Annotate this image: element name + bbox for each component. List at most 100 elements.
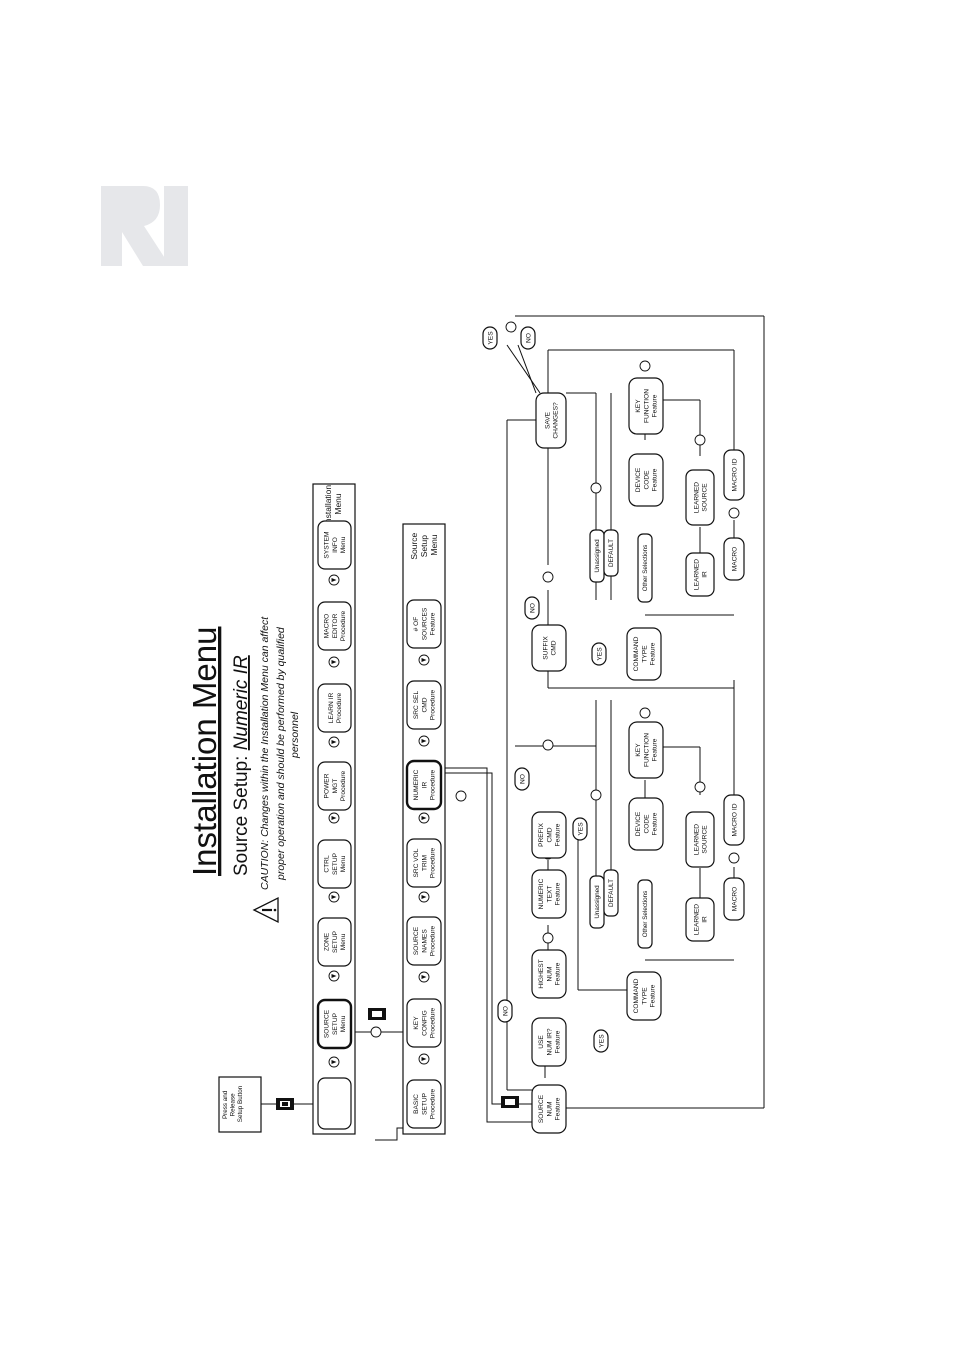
installation-item-1: ZONESETUPMenu — [317, 917, 352, 967]
source-item-1: KEYCONFIGProcedure — [406, 998, 442, 1048]
key-function-node-2-label: KEYFUNCTIONFeature — [635, 389, 658, 423]
installation-arrow-icon-3 — [328, 812, 340, 824]
installation-item-4-label: LEARN IRProcedure — [328, 692, 343, 723]
command-type-node-1: COMMANDTYPEFeature — [626, 971, 662, 1021]
source-item-4: NUMERICIRProcedure — [405, 759, 443, 811]
source-item-6: # OFSOURCESFeature — [406, 599, 442, 649]
no-pill-2-label: NO — [519, 774, 526, 784]
blank-display-box — [317, 1077, 352, 1130]
default-node-1: DEFAULT — [603, 869, 619, 917]
no-pill-1-label: NO — [502, 1006, 509, 1016]
yes-pill-2: YES — [572, 817, 588, 841]
command-type-node-1-label: COMMANDTYPEFeature — [633, 978, 656, 1013]
installation-menu-label: Installation Menu — [323, 482, 343, 525]
macro-id-node-1-label: MACRO ID — [731, 803, 738, 836]
default-node-2-label: DEFAULT — [608, 539, 615, 567]
unassigned-node-1-label: Unassigned — [594, 885, 601, 919]
installation-arrow-icon-2 — [328, 891, 340, 903]
yes-pill-4: YES — [482, 326, 498, 350]
default-node-2: DEFAULT — [603, 529, 619, 577]
other-selections-node-2: Other Selections — [637, 533, 653, 603]
no-pill-2: NO — [514, 767, 530, 791]
source-setup-menu-label: Source Setup Menu — [409, 530, 439, 559]
no-pill-3: NO — [524, 596, 540, 620]
device-code-node-2-label: DEVICECODEFeature — [635, 467, 658, 492]
installation-arrow-icon-6 — [328, 574, 340, 586]
unassigned-node-2-label: Unassigned — [594, 539, 601, 573]
enter-button-icon-2 — [501, 1096, 519, 1108]
source-item-5: SRC SELCMDProcedure — [406, 680, 442, 730]
source-arrow-icon-0 — [418, 1053, 430, 1065]
yes-pill-1: YES — [593, 1029, 609, 1053]
numeric-text-node: NUMERICTEXTFeature — [531, 869, 567, 919]
learned-source-node-1-label: LEARNEDSOURCE — [693, 824, 708, 855]
use-num-ir-node: USENUM IR?Feature — [531, 1017, 567, 1067]
source-item-3-label: SRC VOLTRIMProcedure — [413, 847, 436, 878]
installation-item-0: SOURCESETUPMenu — [316, 998, 353, 1050]
no-pill-4-label: NO — [525, 333, 532, 343]
device-code-node-2: DEVICECODEFeature — [628, 453, 664, 507]
use-num-ir-node-label: USENUM IR?Feature — [538, 1028, 561, 1055]
unassigned-node-1: Unassigned — [589, 875, 605, 929]
installation-item-3: POWERMGTProcedure — [317, 761, 352, 811]
installation-item-2: CTRLSETUPMenu — [317, 839, 352, 889]
suffix-cmd-node: SUFFIXCMD — [531, 624, 567, 672]
unassigned-node-2: Unassigned — [589, 529, 605, 583]
installation-item-4: LEARN IRProcedure — [317, 683, 352, 733]
save-changes-node-label: SAVECHANGES? — [544, 402, 559, 439]
learned-source-node-2: LEARNEDSOURCE — [685, 469, 715, 526]
source-item-1-label: KEYCONFIGProcedure — [413, 1007, 436, 1038]
default-node-1-label: DEFAULT — [608, 879, 615, 907]
macro-id-node-2: MACRO ID — [723, 449, 745, 501]
prefix-cmd-node: PREFIXCMDFeature — [531, 811, 567, 859]
macro-id-node-2-label: MACRO ID — [731, 458, 738, 491]
source-arrow-icon-1 — [418, 971, 430, 983]
installation-item-5-label: MACROEDITORProcedure — [324, 610, 347, 641]
source-arrow-icon-5 — [418, 654, 430, 666]
source-item-2-label: SOURCENAMESProcedure — [413, 925, 436, 956]
source-item-6-label: # OFSOURCESFeature — [413, 607, 436, 640]
installation-arrow-icon-1 — [328, 970, 340, 982]
installation-item-0-label: SOURCESETUPMenu — [324, 1009, 347, 1038]
source-item-2: SOURCENAMESProcedure — [406, 916, 442, 966]
installation-arrow-icon-4 — [328, 736, 340, 748]
save-changes-node: SAVECHANGES? — [535, 392, 567, 449]
learned-ir-node-2-label: LEARNEDIR — [693, 559, 708, 590]
macro-id-node-1: MACRO ID — [723, 794, 745, 846]
installation-item-6-label: SYSTEMINFOMenu — [324, 531, 347, 558]
installation-item-1-label: ZONESETUPMenu — [324, 930, 347, 953]
caution-line-2: proper operation and should be performed… — [275, 626, 287, 881]
caution-line-1: CAUTION: Changes within the Installation… — [259, 616, 271, 890]
suffix-cmd-node-label: SUFFIXCMD — [542, 636, 557, 660]
learned-source-node-1: LEARNEDSOURCE — [685, 811, 715, 868]
source-item-5-label: SRC SELCMDProcedure — [413, 689, 436, 720]
yes-pill-1-label: YES — [598, 1034, 605, 1048]
macro-node-1: MACRO — [723, 877, 745, 921]
page-subtitle: Source Setup: Numeric IR — [231, 655, 252, 876]
key-function-node-1: KEYFUNCTIONFeature — [628, 721, 664, 779]
command-type-node-2: COMMANDTYPEFeature — [626, 627, 662, 681]
source-arrow-icon-4 — [418, 735, 430, 747]
device-code-node-1-label: DEVICECODEFeature — [635, 811, 658, 836]
yes-pill-3: YES — [591, 642, 607, 666]
macro-node-2: MACRO — [723, 537, 745, 581]
source-num-node: SOURCENUMFeature — [531, 1084, 567, 1134]
learned-ir-node-2: LEARNEDIR — [685, 552, 715, 597]
macro-node-1-label: MACRO — [731, 887, 738, 912]
learned-ir-node-1-label: LEARNEDIR — [693, 904, 708, 935]
yes-pill-2-label: YES — [577, 822, 584, 836]
key-function-node-2: KEYFUNCTIONFeature — [628, 377, 664, 435]
device-code-node-1: DEVICECODEFeature — [628, 797, 664, 851]
installation-arrow-icon-0 — [328, 1056, 340, 1068]
source-item-0-label: BASICSETUPProcedure — [413, 1088, 436, 1119]
no-pill-3-label: NO — [529, 603, 536, 613]
learned-source-node-2-label: LEARNEDSOURCE — [693, 482, 708, 513]
highest-num-node: HIGHESTNUMFeature — [531, 949, 567, 999]
no-pill-4: NO — [520, 326, 536, 350]
press-release-text: Press and Release Setup Button — [222, 1085, 244, 1122]
macro-node-2-label: MACRO — [731, 547, 738, 572]
source-item-0: BASICSETUPProcedure — [406, 1079, 442, 1129]
source-item-4-label: NUMERICIRProcedure — [413, 769, 436, 800]
learned-ir-node-1: LEARNEDIR — [685, 897, 715, 942]
